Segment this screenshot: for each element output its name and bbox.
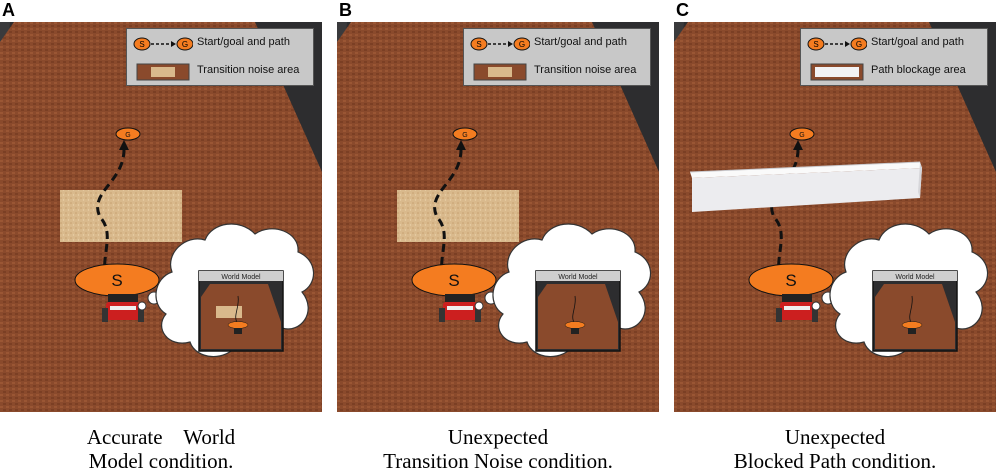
panel-a: A xyxy=(0,0,322,473)
start-goal-path-symbol: S G xyxy=(133,37,193,51)
caption: Unexpected Transition Noise condition. xyxy=(337,425,659,473)
caption-line-2: Transition Noise condition. xyxy=(383,449,613,473)
legend-row-area: Path blockage area xyxy=(801,59,987,85)
legend-area-label: Transition noise area xyxy=(534,64,637,76)
goal-node xyxy=(115,127,141,141)
legend-path-label: Start/goal and path xyxy=(534,36,627,48)
panel-letter: B xyxy=(339,0,352,20)
robot xyxy=(776,294,818,322)
start-label: S xyxy=(785,271,796,290)
legend-area-label: Transition noise area xyxy=(197,64,300,76)
legend-area-label: Path blockage area xyxy=(871,64,966,76)
panel-letter: C xyxy=(676,0,689,20)
legend: S G Start/goal and path Transition noise… xyxy=(126,28,314,86)
legend: S G Start/goal and path Path blockage ar… xyxy=(800,28,988,86)
svg-text:S: S xyxy=(476,40,481,49)
robot xyxy=(439,294,481,322)
legend-row-path: S G Start/goal and path xyxy=(464,31,650,57)
thought-bubble: World Model xyxy=(137,223,315,358)
svg-text:G: G xyxy=(519,40,525,49)
blockage-area-symbol xyxy=(810,63,864,81)
start-label: S xyxy=(111,271,122,290)
robot xyxy=(102,294,144,322)
legend-row-path: S G Start/goal and path xyxy=(801,31,987,57)
caption-line-2: Model condition. xyxy=(88,449,234,473)
caption: Unexpected Blocked Path condition. xyxy=(674,425,996,473)
scene: G S World Model xyxy=(337,22,659,412)
svg-text:S: S xyxy=(813,40,818,49)
thought-bubble: World Model xyxy=(474,223,652,358)
panel-b: B G S xyxy=(337,0,659,473)
legend-row-area: Transition noise area xyxy=(127,59,313,85)
caption-line-1: Accurate World xyxy=(86,425,236,449)
caption-line-2: Blocked Path condition. xyxy=(733,449,937,473)
path-blockage-area xyxy=(689,161,922,212)
legend-path-label: Start/goal and path xyxy=(871,36,964,48)
noise-area-symbol xyxy=(473,63,527,81)
world-model-label: World Model xyxy=(895,274,935,281)
goal-label: G xyxy=(799,132,804,139)
legend-row-path: S G Start/goal and path xyxy=(127,31,313,57)
goal-label: G xyxy=(125,132,130,139)
svg-text:S: S xyxy=(139,40,144,49)
scene: G S World M xyxy=(674,22,996,412)
transition-noise-area xyxy=(397,190,519,242)
legend-row-area: Transition noise area xyxy=(464,59,650,85)
start-goal-path-symbol: S G xyxy=(470,37,530,51)
world-model-label: World Model xyxy=(221,274,261,281)
scene-graphic: G S World Model xyxy=(0,22,322,412)
goal-node xyxy=(452,127,478,141)
caption: Accurate World Model condition. xyxy=(0,425,322,473)
scene-graphic: G S World Model xyxy=(337,22,659,412)
caption-line-1: Unexpected xyxy=(784,425,886,449)
svg-text:G: G xyxy=(182,40,188,49)
thought-bubble: World Model xyxy=(811,223,989,358)
goal-node xyxy=(789,127,815,141)
legend-path-label: Start/goal and path xyxy=(197,36,290,48)
panel-letter: A xyxy=(2,0,15,20)
transition-noise-area xyxy=(60,190,182,242)
start-goal-path-symbol: S G xyxy=(807,37,867,51)
scene: G S World Model xyxy=(0,22,322,412)
start-label: S xyxy=(448,271,459,290)
goal-label: G xyxy=(462,132,467,139)
legend: S G Start/goal and path Transition noise… xyxy=(463,28,651,86)
noise-area-symbol xyxy=(136,63,190,81)
scene-graphic: G S World M xyxy=(674,22,996,412)
world-model-label: World Model xyxy=(558,274,598,281)
panel-c: C G S xyxy=(674,0,996,473)
caption-line-1: Unexpected xyxy=(447,425,549,449)
svg-text:G: G xyxy=(856,40,862,49)
